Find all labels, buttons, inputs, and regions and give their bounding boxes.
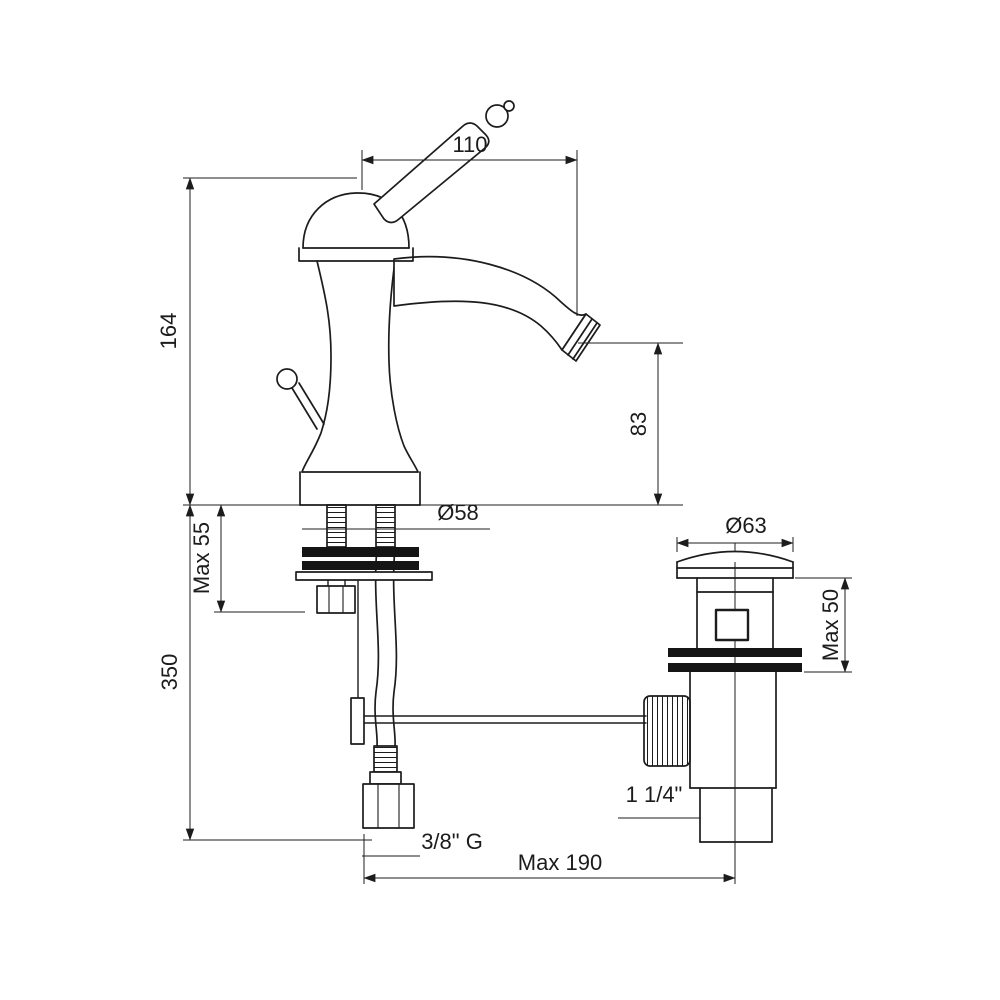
popup-knob-ball: [276, 368, 298, 390]
seal-washer-lower: [302, 561, 419, 570]
knurled-linkage-nut: [643, 695, 691, 767]
seal-washer-upper: [302, 547, 419, 557]
popup-knob-rod-b: [298, 382, 325, 425]
label-max-centre-distance: Max 190: [518, 850, 602, 875]
dimension-lines: [183, 150, 852, 884]
overflow-hole: [714, 608, 750, 642]
label-base-diameter: Ø58: [437, 500, 479, 525]
mounting-plate: [295, 571, 433, 581]
fixing-stud-right: [375, 504, 396, 548]
label-waste-pipe-size: 1 1/4": [626, 782, 683, 807]
label-spout-outlet-height: 83: [626, 412, 651, 436]
label-faucet-height: 164: [156, 313, 181, 350]
collar: [298, 247, 414, 262]
popup-knob-rod-a: [291, 387, 318, 430]
label-waste-flange-diameter: Ø63: [725, 513, 767, 538]
aerator-hatch-1: [567, 318, 593, 356]
label-max-deck-thickness: Max 55: [189, 522, 214, 594]
lever-finial-ball: [485, 104, 509, 128]
waste-drain-art: [643, 542, 802, 881]
body-left-outline: [301, 260, 332, 473]
label-waste-max-deck: Max 50: [818, 589, 843, 661]
fixing-stud-left: [326, 504, 347, 548]
label-height-below-deck: 350: [157, 654, 182, 691]
aerator-hatch-2: [572, 322, 598, 360]
lever-handle: [373, 122, 490, 224]
spout-outline: [393, 255, 587, 351]
hose-left-line: [374, 546, 380, 747]
label-supply-hose-thread: 3/8" G: [421, 829, 483, 854]
hose-collar: [369, 771, 402, 785]
hose-thread-end: [373, 745, 398, 773]
fixing-nut: [316, 585, 356, 614]
hose-hex-nut: [362, 783, 415, 829]
label-spout-reach: 110: [452, 132, 487, 157]
lever-finial-tip: [503, 100, 515, 112]
dimension-labels: 110 164 83 Ø58 Max 55 350 Ø63 Max 50 1 1…: [156, 132, 843, 875]
hose-right-line: [392, 546, 398, 747]
popup-rod-clevis: [350, 697, 365, 745]
body-right-outline: [387, 260, 419, 473]
waste-seal-lower: [668, 663, 802, 672]
waste-flange-top: [676, 550, 794, 563]
faucet-body-art: [276, 100, 647, 829]
waste-seal-upper: [668, 648, 802, 657]
